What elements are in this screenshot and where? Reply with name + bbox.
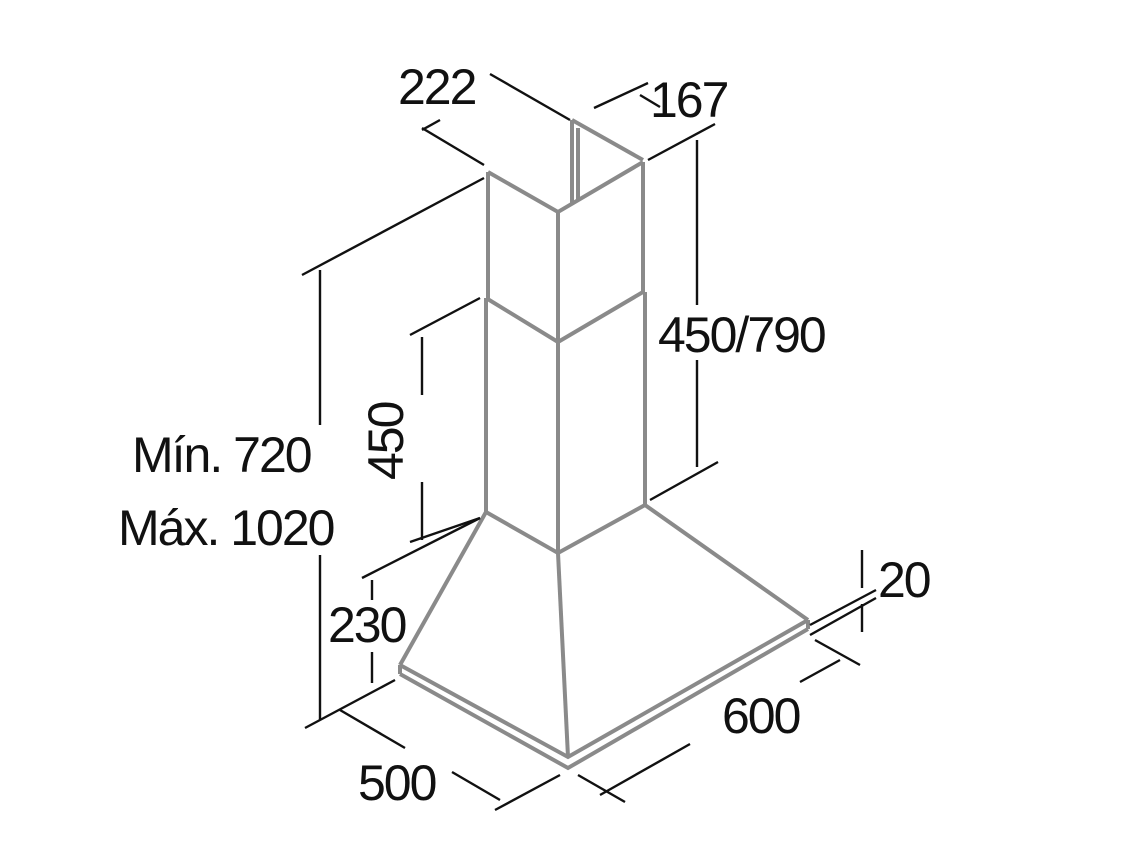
upper-chimney <box>486 118 645 342</box>
label-upper-chimney-height: 450/790 <box>658 307 825 363</box>
lower-chimney <box>484 290 647 556</box>
dim-line-chimney-width <box>421 72 571 167</box>
dimension-lines <box>301 72 877 812</box>
label-hood-depth: 500 <box>358 755 436 811</box>
label-canopy-height: 230 <box>328 597 406 653</box>
dim-line-chimney-depth <box>593 81 716 162</box>
dim-line-lower-height <box>409 296 481 544</box>
label-chimney-depth: 167 <box>650 72 728 128</box>
label-hood-width: 600 <box>722 688 800 744</box>
canopy <box>398 503 810 760</box>
label-base-thickness: 20 <box>878 552 930 608</box>
dimension-labels: 222 167 450/790 450 Mín. 720 Máx. 1020 2… <box>118 59 932 811</box>
dim-line-hood-depth <box>339 708 561 812</box>
dim-line-total-height <box>301 176 485 730</box>
dim-line-hood-width <box>577 638 861 804</box>
label-lower-chimney-height: 450 <box>358 402 414 480</box>
label-total-height-max: Máx. 1020 <box>118 500 334 556</box>
dim-line-base-thickness <box>809 550 877 637</box>
dim-line-upper-height <box>649 140 719 502</box>
label-chimney-width: 222 <box>398 59 476 115</box>
label-total-height-min: Mín. 720 <box>132 427 311 483</box>
dim-line-canopy-height <box>361 516 481 683</box>
base-rim <box>398 620 810 771</box>
hood-outline <box>398 118 810 771</box>
